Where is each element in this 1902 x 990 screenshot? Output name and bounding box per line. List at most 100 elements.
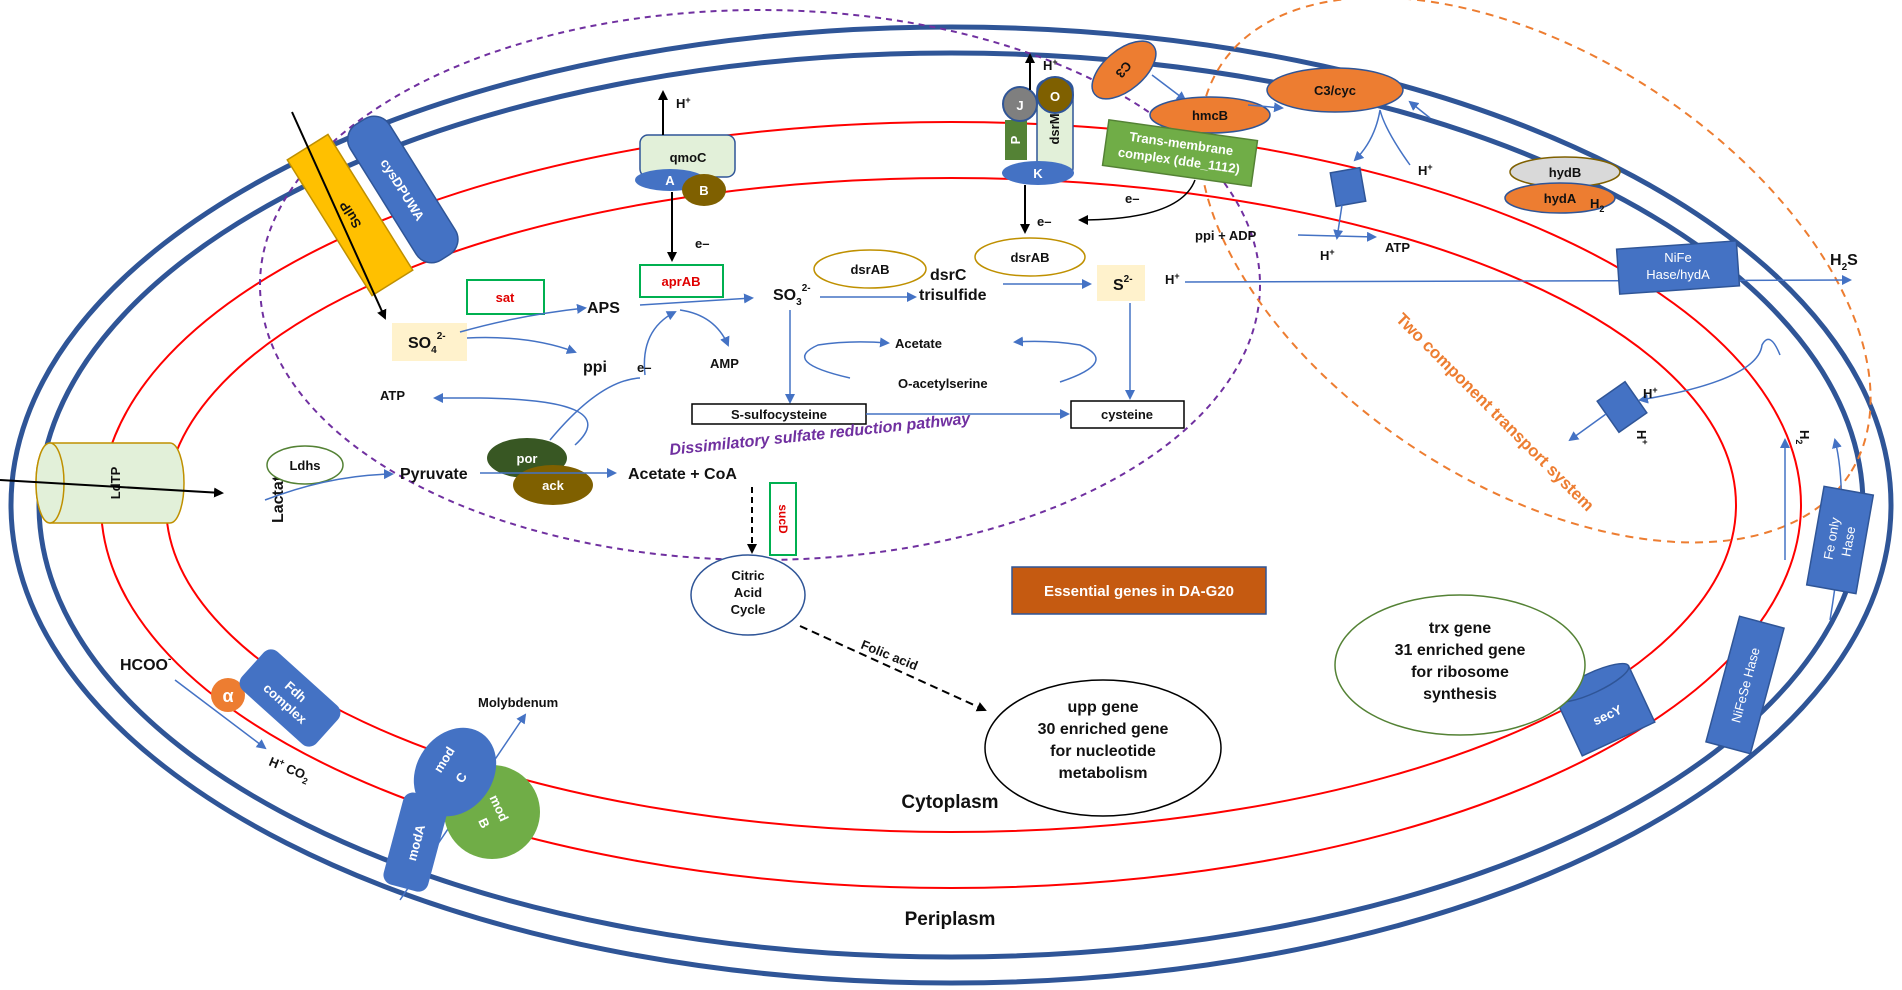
nife-1-label: NiFe [1664,250,1691,265]
right-channel-h-label: H+ [1643,385,1658,401]
dsrab-2-label: dsrAB [1010,250,1049,265]
channel-h-down-arrow [1333,204,1344,240]
dsrm-label: dsrM [1047,113,1062,144]
transmembrane-electron-arrow [1078,179,1196,225]
so4-to-aps-arrow [459,303,587,333]
aps-label: APS [587,300,620,317]
dsr-j-subunit [1002,86,1038,122]
sucd-label: sucD [776,504,790,534]
c3cyc-label: C3/cyc [1314,83,1356,98]
moda-protein: modA [383,792,448,892]
two-component-system-boundary [1198,0,1872,544]
dsr-k-subunit [1002,161,1074,185]
atp-right-label: ATP [1385,240,1410,255]
folic-acid-arrow [799,625,987,712]
transmembrane-e-label: e– [1125,191,1139,206]
dsr-p-label: P [1008,135,1023,144]
ldhs-outline [266,445,344,485]
h2-rotated-label: H2 [1794,430,1812,444]
ldtp-label: LdTP [108,466,123,499]
so4-label: SO42- [408,331,446,356]
amp-label: AMP [710,356,739,371]
oacetylserine-label: O-acetylserine [898,376,988,391]
upp-4-label: metabolism [1059,765,1148,782]
acetate-cycle-right-arrow [1013,336,1097,383]
adp-to-atp-arrow [1297,231,1377,242]
por-electron-arrow [549,377,641,441]
hmcb-label: hmcB [1192,108,1228,123]
alpha-subunit [211,678,245,712]
citric-3-label: Cycle [731,602,766,617]
aprab-label: aprAB [661,274,700,289]
feonly-2-label: Hase [1838,525,1858,558]
citric-2-label: Acid [734,585,762,600]
c3cyc-protein [1266,67,1404,113]
dsr-o-subunit [1036,76,1074,114]
so4-to-ppi-arrow [466,336,577,354]
trisulfide-label: trisulfide [919,287,987,304]
cysdpuwa-transporter: cysDPUWA [347,115,459,264]
pyruvate-label: Pyruvate [400,466,468,483]
dsrab-2-outline [974,237,1086,277]
trx-gene-box [1334,594,1586,736]
lactate-to-pyruvate-arrow [264,469,394,501]
so4-box [392,323,467,361]
fe-only-hase: Fe only Hase [1805,485,1875,595]
trx-4-label: synthesis [1423,686,1497,703]
trx-1-label: trx gene [1429,620,1491,637]
ppi-label: ppi [583,359,607,376]
two-component-label: Two component transport system [1392,309,1598,515]
ldhs-label: Ldhs [289,458,320,473]
s2-label: S2- [1113,274,1133,294]
right-channel-h-arrow [1568,413,1607,442]
ldtp-arrow [0,479,224,498]
cytoplasm-label: Cytoplasm [901,792,998,813]
nifese-hase: NiFeSe Hase [1705,615,1785,755]
dsrab-1-outline [813,249,927,289]
fdh-complex: Fdh complex [239,649,341,747]
essential-genes-legend [1011,566,1267,615]
hydb-label: hydB [1549,165,1582,180]
h-rotated-label: H+ [1634,430,1650,445]
atp-left-label: ATP [380,388,405,403]
acetate-coa-label: Acetate + CoA [628,466,737,483]
outer-membrane-outer [8,24,1894,986]
qmoc-e-label: e– [695,236,709,251]
acetate-mid-label: Acetate [895,336,942,351]
acetate-cycle-left-arrow [804,337,890,379]
qmoc-label: qmoC [670,150,707,165]
dsr-o-label: O [1050,89,1060,104]
sucd-gene-box [769,482,797,556]
h-co2-label: H+ CO2 [266,753,313,787]
sulp-transporter: SulP [286,133,414,297]
c3-protein [1091,40,1157,100]
qmo-b-label: B [699,183,708,198]
citric-1-label: Citric [731,568,764,583]
atp-synthase-channel [1329,166,1367,208]
alpha-label: α [222,686,233,706]
dsrm-h-label: H+ [1043,57,1058,73]
electron-label-2: e– [637,360,651,375]
aps-to-amp-arrow [679,309,730,347]
nife-hase-protein [1615,240,1741,295]
por-to-atp-arrow [433,393,589,446]
right-channel-h-arrow [1638,338,1781,404]
sat-gene-box [466,279,545,315]
hcoo-to-co2-arrow [174,679,267,750]
dsrc-label: dsrC [930,267,967,284]
dsrab-1-label: dsrAB [850,262,889,277]
upp-1-label: upp gene [1067,699,1138,716]
citric-acid-cycle [690,554,806,636]
periplasm-label: Periplasm [905,909,996,930]
dsr-k-label: K [1033,166,1043,181]
por-label: por [517,451,538,466]
h-into-channel-arrow [1353,109,1411,166]
ack-label: ack [542,478,564,493]
aprab-gene-box [639,264,724,298]
trx-3-label: for ribosome [1411,664,1509,681]
s2-box [1097,265,1145,301]
upp-2-label: 30 enriched gene [1038,721,1169,738]
ssulfocysteine-label: S-sulfocysteine [731,407,827,422]
channel-h-right-label: H+ [1418,162,1433,178]
essential-genes-label: Essential genes in DA-G20 [1044,583,1234,600]
